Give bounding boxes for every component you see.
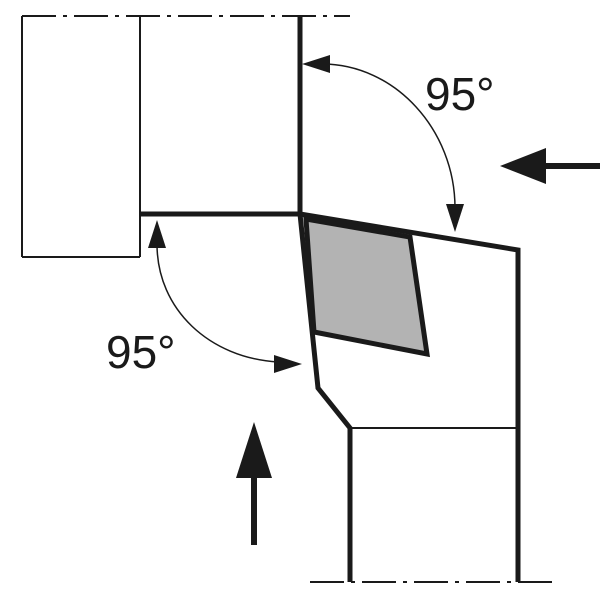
arrow-left-icon <box>500 148 600 184</box>
arrowhead-icon <box>274 355 302 373</box>
arrowhead-icon <box>148 220 166 248</box>
angle-label-top: 95° <box>425 68 495 120</box>
angle-arc-bottom <box>156 243 279 363</box>
arrowhead-icon <box>302 55 330 73</box>
arrow-up-icon <box>236 422 272 545</box>
workpiece <box>21 16 141 258</box>
tool-holder <box>297 211 521 582</box>
arrowhead-icon <box>446 204 464 232</box>
workpiece-shoulder <box>140 16 303 217</box>
angle-arc-top <box>321 63 456 209</box>
cutting-insert <box>303 215 430 358</box>
angle-label-bottom: 95° <box>106 326 176 378</box>
